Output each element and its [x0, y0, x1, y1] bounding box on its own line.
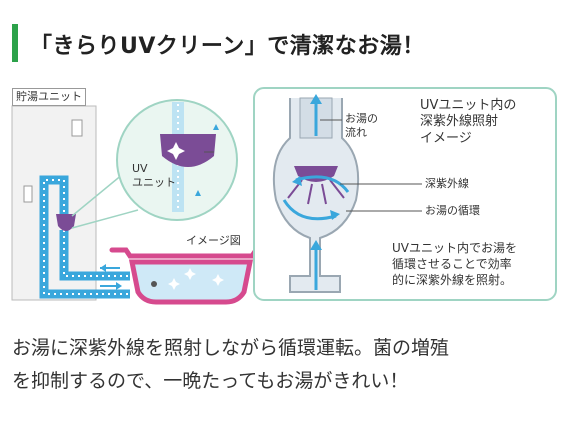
diagram-graphic [11, 87, 557, 305]
body-text: お湯に深紫外線を照射しながら循環運転。菌の増殖 を抑制するので、一晩たってもお湯… [12, 332, 557, 399]
page-title: 「きらりUVクリーン」で清潔なお湯！ [30, 34, 425, 59]
bathtub-rim [109, 247, 271, 259]
flow-up-arrowhead [310, 94, 322, 104]
uv-ray [321, 183, 327, 205]
pipe-left-dots [43, 179, 65, 280]
uv-unit-label: UV ユニット [132, 162, 176, 189]
circulation-arrow-upper [295, 175, 350, 193]
pipe-out-dots [63, 230, 130, 277]
uv-unit-zoomed [160, 134, 216, 167]
tank-indicator-2 [23, 185, 33, 203]
uv-inner-title: UVユニット内の 深紫外線照射 イメージ [420, 98, 517, 146]
uv-ray [329, 179, 345, 199]
tank-indicator [71, 119, 83, 137]
deep-uv-label: 深紫外線 [425, 177, 469, 190]
body-line-2: を抑制するので、一晩たってもお湯がきれい！ [12, 370, 409, 393]
circulation-label: お湯の循環 [425, 204, 480, 217]
uv-description: UVユニット内でお湯を 循環させることで効率 的に深紫外線を照射。 [392, 241, 517, 288]
uv-clean-diagram: 貯湯ユニット UV ユニット イメージ図 UVユニット内の 深紫外線照射 イメー… [0, 80, 567, 310]
zoom-arrow-up-1 [213, 124, 219, 130]
flow-arrowhead-right [116, 282, 122, 290]
body-line-1: お湯に深紫外線を照射しながら循環運転。菌の増殖 [12, 337, 450, 359]
uv-housing [272, 98, 360, 293]
pipe-return-dots [43, 280, 130, 295]
hot-water-flow-label: お湯の 流れ [345, 112, 378, 139]
tub-drain [151, 281, 157, 287]
sparkle-icon [212, 274, 224, 286]
uv-ray [307, 183, 313, 205]
circulation-arrowhead-upper [292, 176, 302, 186]
zoom-arrow-up-2 [195, 190, 201, 196]
bathtub-body [128, 259, 254, 305]
tank-unit-body [11, 105, 97, 301]
tank-unit-label: 貯湯ユニット [12, 88, 86, 106]
flow-arrowhead-left [100, 264, 106, 272]
circulation-arrowhead-lower [330, 210, 340, 220]
sparkle-icon [184, 268, 196, 280]
zoom-line-bottom [71, 209, 139, 229]
uv-unit-small-shape [56, 214, 76, 231]
circulation-arrow-lower [282, 199, 337, 221]
sparkle-icon [168, 278, 180, 290]
sparkle-icon [167, 142, 185, 160]
title-accent-bar [12, 24, 18, 62]
image-note-label: イメージ図 [186, 234, 241, 247]
flow-in-arrowhead [310, 240, 322, 250]
